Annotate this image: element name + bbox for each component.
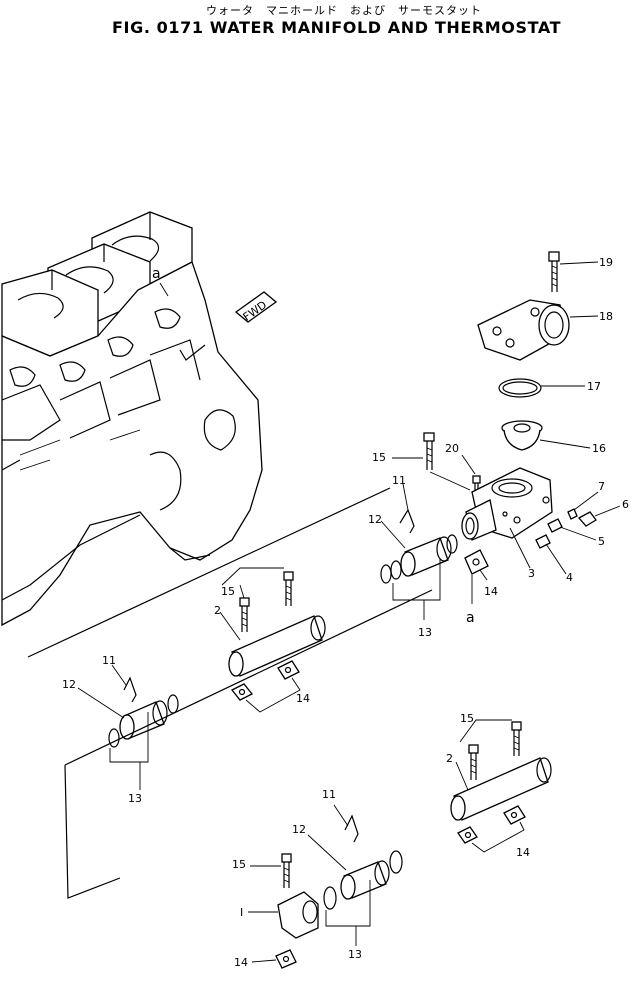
water-manifold-pipe-lower [450, 719, 552, 853]
callout-13-bottom: 13 [348, 948, 362, 961]
callout-7: 7 [598, 480, 605, 493]
callout-a-upper: a [152, 266, 161, 282]
callout-11-bottom: 11 [322, 788, 336, 801]
callout-13-left: 13 [128, 792, 142, 805]
callout-19: 19 [599, 256, 613, 269]
callout-20: 20 [445, 442, 459, 455]
figure-title: FIG. 0171 WATER MANIFOLD AND THERMOSTAT [112, 18, 562, 37]
callout-14-housing: 14 [484, 585, 498, 598]
thermostat-housing [380, 432, 621, 620]
callout-1: I [240, 906, 243, 919]
callout-6: 6 [622, 498, 629, 511]
callout-11-housing: 11 [392, 474, 406, 487]
fwd-arrow-marker: FWD [234, 291, 278, 324]
connector-group-left [64, 589, 433, 899]
callout-a-lower: a [466, 610, 475, 626]
callout-15-upper-pipe: 15 [221, 585, 235, 598]
callout-labels: 19 18 17 16 15 20 11 12 7 6 5 4 3 14 13 … [62, 256, 629, 969]
callout-16: 16 [592, 442, 606, 455]
thermostat-cover [477, 251, 599, 451]
callout-11-left: 11 [102, 654, 116, 667]
callout-4: 4 [566, 571, 573, 584]
callout-2-upper-pipe: 2 [214, 604, 221, 617]
callout-5: 5 [598, 535, 605, 548]
callout-15-bottom: 15 [232, 858, 246, 871]
callout-18: 18 [599, 310, 613, 323]
engine-block: a FWD [1, 211, 391, 658]
callout-14-lower-pipe: 14 [516, 846, 530, 859]
japanese-title: ウォータ マニホールド および サーモスタット [206, 4, 482, 17]
callout-12-left: 12 [62, 678, 76, 691]
callout-15-housing: 15 [372, 451, 386, 464]
callout-12-bottom: 12 [292, 823, 306, 836]
callout-12-housing: 12 [368, 513, 382, 526]
callout-3: 3 [528, 567, 535, 580]
callout-15-lower-pipe: 15 [460, 712, 474, 725]
callout-14-bottom: 14 [234, 956, 248, 969]
callout-14-upper-pipe: 14 [296, 692, 310, 705]
water-manifold-pipe-upper [219, 567, 326, 713]
callout-17: 17 [587, 380, 601, 393]
callout-13-housing: 13 [418, 626, 432, 639]
connector-group-bottom [248, 804, 403, 969]
callout-2-lower-pipe: 2 [446, 752, 453, 765]
